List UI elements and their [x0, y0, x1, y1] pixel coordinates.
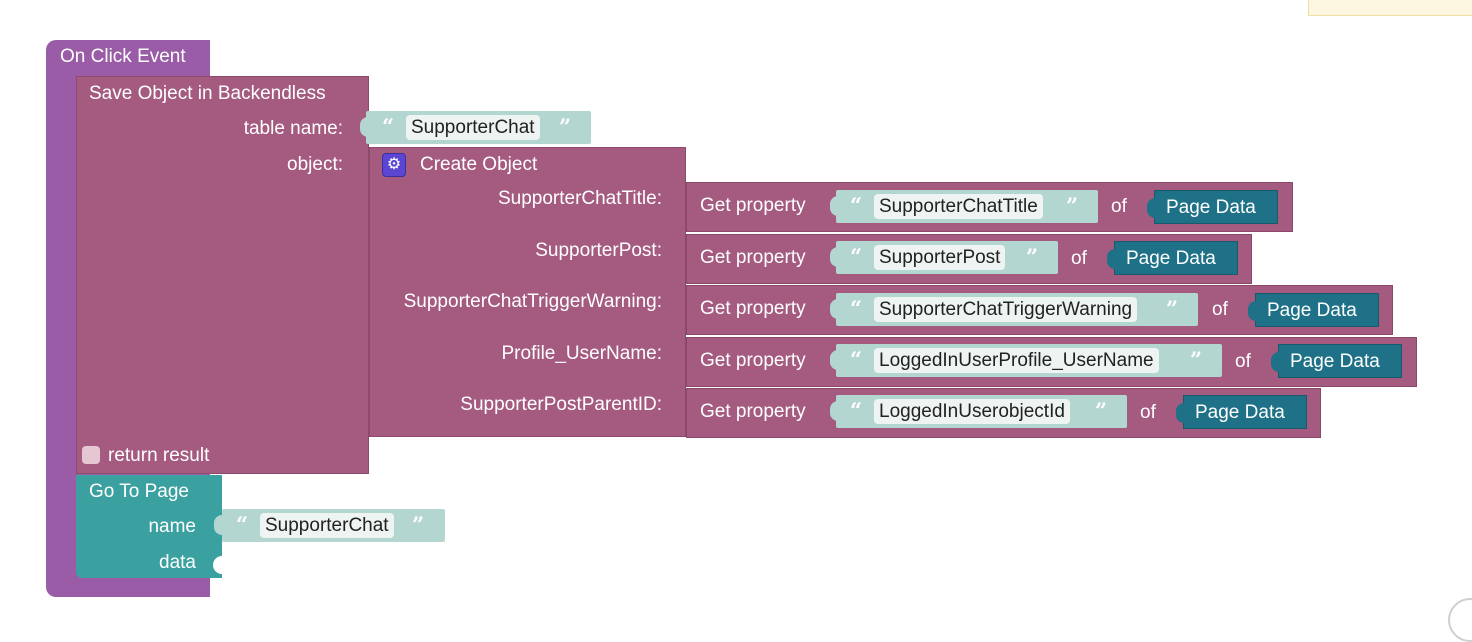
of-label: of — [1212, 299, 1228, 320]
of-label: of — [1111, 196, 1127, 217]
go-to-page-block[interactable] — [76, 475, 222, 578]
row-key: SupporterChatTitle: — [497, 188, 662, 209]
close-quote-icon: ” — [1166, 296, 1179, 321]
property-string-block[interactable]: “ SupporterChatTriggerWarning ” — [830, 293, 1198, 326]
close-quote-icon: ” — [559, 114, 572, 139]
table-name-string-block[interactable]: “ SupporterChat ” — [360, 111, 591, 144]
property-string-block[interactable]: “ LoggedInUserobjectId ” — [830, 395, 1127, 428]
page-data-label: Page Data — [1166, 197, 1256, 218]
event-title: On Click Event — [60, 46, 186, 67]
data-input-socket[interactable] — [213, 556, 222, 574]
row-key: Profile_UserName: — [501, 343, 663, 364]
page-data-block[interactable] — [1248, 293, 1379, 327]
return-result-checkbox[interactable] — [82, 446, 100, 464]
property-name[interactable]: LoggedInUserobjectId — [874, 399, 1070, 424]
get-property-label: Get property — [700, 247, 806, 268]
row-key: SupporterChatTriggerWarning: — [403, 291, 662, 312]
create-object-title: Create Object — [420, 154, 538, 175]
page-name-string-block[interactable]: “ SupporterChat ” — [214, 509, 445, 542]
open-quote-icon: “ — [850, 296, 863, 321]
go-to-page-title: Go To Page — [89, 481, 190, 502]
table-name-label: table name: — [243, 118, 343, 139]
table-name-value[interactable]: SupporterChat — [406, 115, 540, 140]
open-quote-icon: “ — [850, 244, 863, 269]
page-data-block[interactable] — [1271, 344, 1402, 378]
of-label: of — [1071, 248, 1087, 269]
property-name[interactable]: SupporterChatTitle — [874, 194, 1043, 219]
page-data-label: Page Data — [1290, 351, 1380, 372]
page-name-value[interactable]: SupporterChat — [260, 513, 394, 538]
page-data-label: Page Data — [1195, 402, 1285, 423]
close-quote-icon: ” — [412, 512, 425, 537]
save-object-block[interactable] — [76, 76, 369, 474]
row-key: SupporterPost: — [535, 240, 662, 261]
of-label: of — [1140, 402, 1156, 423]
page-data-block[interactable] — [1176, 395, 1307, 429]
open-quote-icon: “ — [236, 512, 249, 537]
workspace-comment-note[interactable] — [1308, 0, 1472, 16]
property-string-block[interactable]: “ LoggedInUserProfile_UserName ” — [830, 344, 1222, 377]
open-quote-icon: “ — [850, 398, 863, 423]
object-label: object: — [287, 154, 343, 175]
property-string-block[interactable]: “ SupporterPost ” — [830, 241, 1058, 274]
get-property-label: Get property — [700, 401, 806, 422]
close-quote-icon: ” — [1026, 244, 1039, 269]
open-quote-icon: “ — [850, 347, 863, 372]
property-string-block[interactable]: “ SupporterChatTitle ” — [830, 190, 1098, 223]
property-name[interactable]: LoggedInUserProfile_UserName — [874, 348, 1159, 373]
save-object-title: Save Object in Backendless — [89, 83, 326, 104]
zoom-control-icon[interactable] — [1448, 598, 1472, 642]
get-property-label: Get property — [700, 350, 806, 371]
close-quote-icon: ” — [1066, 193, 1079, 218]
page-data-label: Page Data — [1126, 248, 1216, 269]
page-data-block[interactable] — [1107, 241, 1238, 275]
return-result-label: return result — [108, 445, 210, 466]
property-name[interactable]: SupporterPost — [874, 245, 1006, 270]
name-label: name — [148, 516, 196, 537]
gear-icon[interactable]: ⚙ — [382, 153, 406, 177]
of-label: of — [1235, 351, 1251, 372]
open-quote-icon: “ — [382, 114, 395, 139]
row-key: SupporterPostParentID: — [460, 394, 662, 415]
open-quote-icon: “ — [850, 193, 863, 218]
page-data-block[interactable] — [1147, 190, 1278, 224]
page-data-label: Page Data — [1267, 300, 1357, 321]
close-quote-icon: ” — [1190, 347, 1203, 372]
get-property-label: Get property — [700, 298, 806, 319]
get-property-label: Get property — [700, 195, 806, 216]
data-label: data — [159, 552, 196, 573]
property-name[interactable]: SupporterChatTriggerWarning — [874, 297, 1138, 322]
close-quote-icon: ” — [1095, 398, 1108, 423]
